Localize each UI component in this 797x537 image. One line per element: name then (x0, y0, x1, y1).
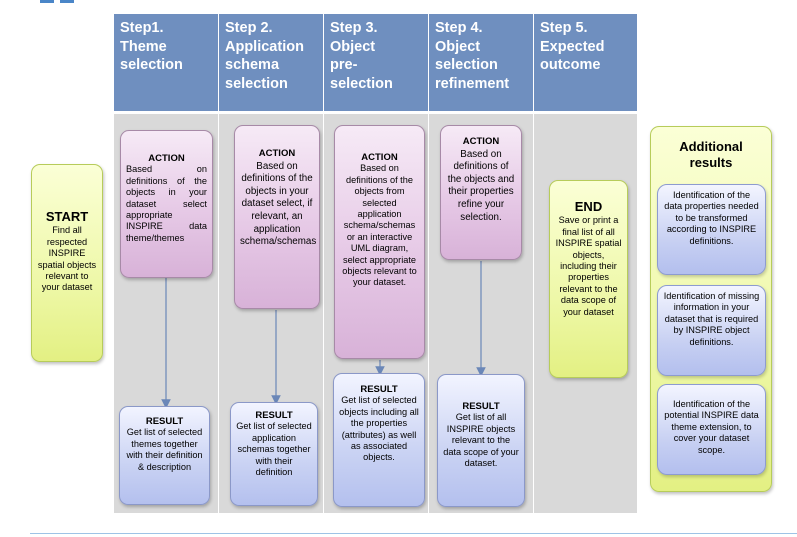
end-title: END (574, 199, 603, 214)
bottom-divider (30, 533, 797, 534)
result-text: Get list of all INSPIRE objects relevant… (443, 412, 519, 469)
result-title: RESULT (255, 410, 293, 421)
action-title: ACTION (361, 152, 398, 163)
action-box-step-2: ACTION Based on definitions of the objec… (234, 125, 320, 309)
action-box-step-1: ACTION Based on definitions of the objec… (120, 130, 213, 278)
step-4-header: Step 4. Object selection refinement (429, 14, 533, 111)
additional-result-item: Identification of missing information in… (657, 285, 766, 376)
additional-result-item: Identification of the potential INSPIRE … (657, 384, 766, 475)
action-title: ACTION (462, 136, 500, 147)
step-5-header: Step 5. Expected outcome (534, 14, 637, 111)
start-box: START Find all respected INSPIRE spatial… (31, 164, 103, 362)
result-text: Get list of selected objects including a… (339, 395, 419, 463)
action-text: Based on definitions of the objects from… (342, 163, 417, 288)
action-text: Based on definitions of the objects in y… (126, 164, 207, 243)
start-title: START (45, 209, 89, 224)
step-1-header: Step1. Theme selection (114, 14, 218, 111)
result-title: RESULT (360, 384, 398, 395)
start-text: Find all respected INSPIRE spatial objec… (37, 225, 97, 293)
result-box-step-4: RESULT Get list of all INSPIRE objects r… (437, 374, 525, 507)
step-3-header: Step 3. Object pre- selection (324, 14, 428, 111)
end-box: END Save or print a final list of all IN… (549, 180, 628, 378)
result-text: Get list of selected themes together wit… (126, 427, 203, 472)
action-title: ACTION (258, 148, 296, 159)
result-title: RESULT (145, 416, 184, 427)
action-box-step-3: ACTION Based on definitions of the objec… (334, 125, 425, 359)
result-box-step-2: RESULT Get list of selected application … (230, 402, 318, 506)
top-decoration (40, 0, 260, 4)
result-box-step-3: RESULT Get list of selected objects incl… (333, 373, 425, 507)
result-box-step-1: RESULT Get list of selected themes toget… (119, 406, 210, 505)
end-text: Save or print a final list of all INSPIR… (555, 215, 622, 317)
action-title: ACTION (148, 153, 185, 164)
result-title: RESULT (462, 401, 500, 412)
additional-results-title: Additional results (679, 139, 743, 170)
step-2-header: Step 2. Application schema selection (219, 14, 323, 111)
result-text: Get list of selected application schemas… (236, 421, 312, 478)
action-text: Based on definitions of the objects in y… (240, 160, 317, 248)
action-text: Based on definitions of the objects and … (447, 148, 515, 223)
action-box-step-4: ACTION Based on definitions of the objec… (440, 125, 522, 260)
additional-result-item: Identification of the data properties ne… (657, 184, 766, 275)
